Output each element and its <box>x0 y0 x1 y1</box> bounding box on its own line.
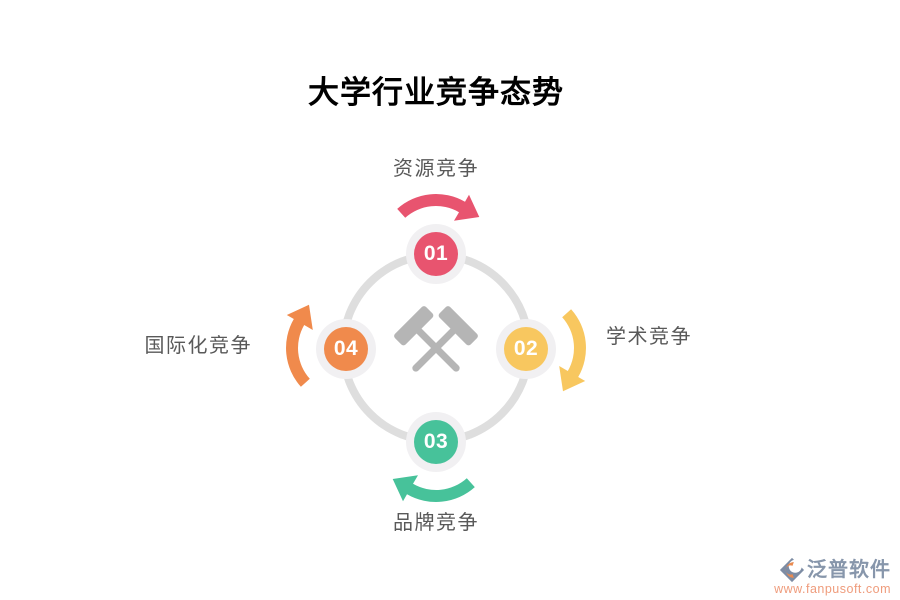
label-brand-competition: 品牌竞争 <box>393 512 479 534</box>
label-resource-competition: 资源竞争 <box>393 158 479 180</box>
watermark-url: www.fanpusoft.com <box>774 582 891 596</box>
arrow-right-icon <box>559 309 586 392</box>
label-international-competition: 国际化竞争 <box>144 335 252 357</box>
node-02-number: 02 <box>513 337 539 360</box>
node-03: 03 <box>406 412 466 472</box>
node-04-circle: 04 <box>324 327 368 371</box>
arrow-top-icon <box>397 194 480 221</box>
node-03-number: 03 <box>423 430 449 453</box>
fanpu-logo-icon <box>779 557 805 583</box>
watermark: 泛普软件 www.fanpusoft.com <box>741 557 891 596</box>
label-academic-competition: 学术竞争 <box>606 326 692 348</box>
page-title: 大学行业竞争态势 <box>308 75 564 110</box>
crossed-hammers-icon <box>394 306 478 372</box>
node-01-number: 01 <box>423 242 449 265</box>
node-01-circle: 01 <box>414 232 458 276</box>
node-01: 01 <box>406 224 466 284</box>
node-04-number: 04 <box>333 337 359 360</box>
arrow-bottom-icon <box>392 475 475 502</box>
arrow-left-icon <box>286 304 313 387</box>
watermark-brand: 泛普软件 <box>807 559 891 581</box>
node-02-circle: 02 <box>504 327 548 371</box>
node-04: 04 <box>316 319 376 379</box>
node-03-circle: 03 <box>414 420 458 464</box>
node-02: 02 <box>496 319 556 379</box>
